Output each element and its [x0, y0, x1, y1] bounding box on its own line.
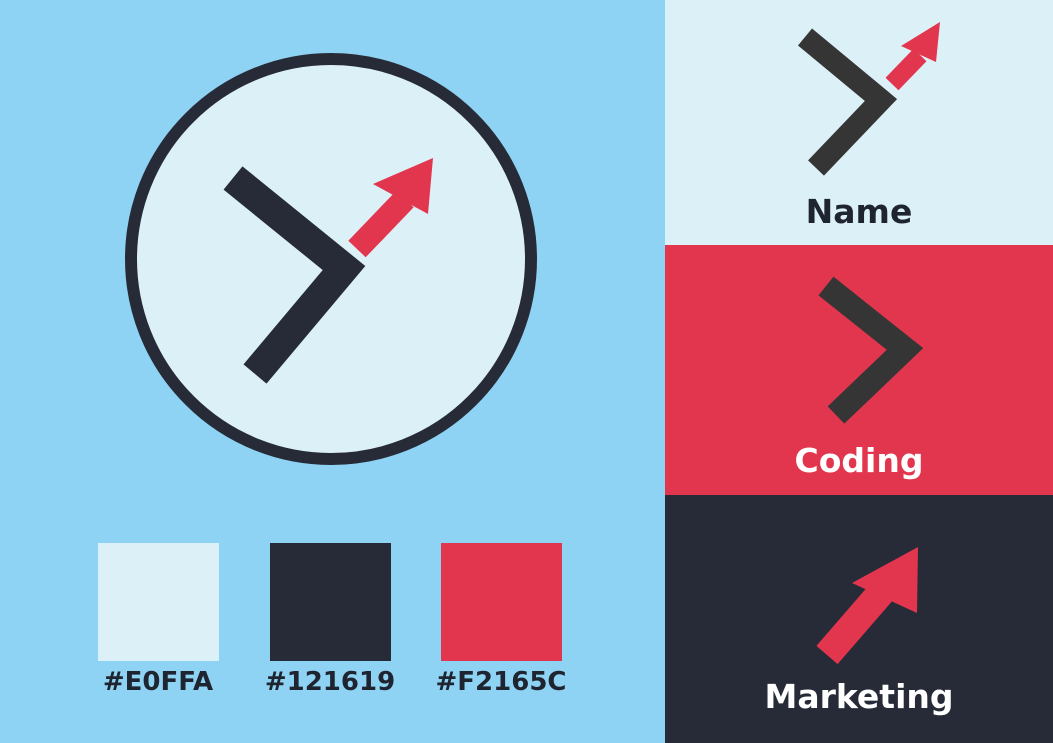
- logo-arrow-head: [373, 158, 433, 214]
- panel-coding: Coding: [665, 245, 1053, 495]
- swatch-red: [441, 543, 562, 661]
- swatch-label-navy: #121619: [264, 667, 396, 697]
- arrow-up-right-icon: [816, 547, 918, 665]
- panel-coding-label: Coding: [794, 441, 924, 480]
- logo-arrow-shaft: [348, 190, 414, 258]
- logo-chevron: [223, 166, 366, 384]
- swatch-pale: [98, 543, 219, 661]
- panel-marketing: Marketing: [665, 495, 1053, 743]
- logo-showcase: #E0FFA #121619 #F2165C: [0, 0, 665, 743]
- panel-name-label: Name: [805, 192, 913, 231]
- chevron-and-arrow-icon: [797, 22, 940, 176]
- circle-chevron-arrow-logo: [125, 53, 537, 465]
- panel-marketing-label: Marketing: [764, 677, 954, 716]
- swatch-label-red: #F2165C: [435, 667, 567, 697]
- panel-name: Name: [665, 0, 1053, 245]
- usage-panels: Name Coding Marketing: [665, 0, 1053, 743]
- swatch-label-pale: #E0FFA: [102, 667, 214, 697]
- swatch-navy: [270, 543, 391, 661]
- chevron-icon: [818, 276, 924, 424]
